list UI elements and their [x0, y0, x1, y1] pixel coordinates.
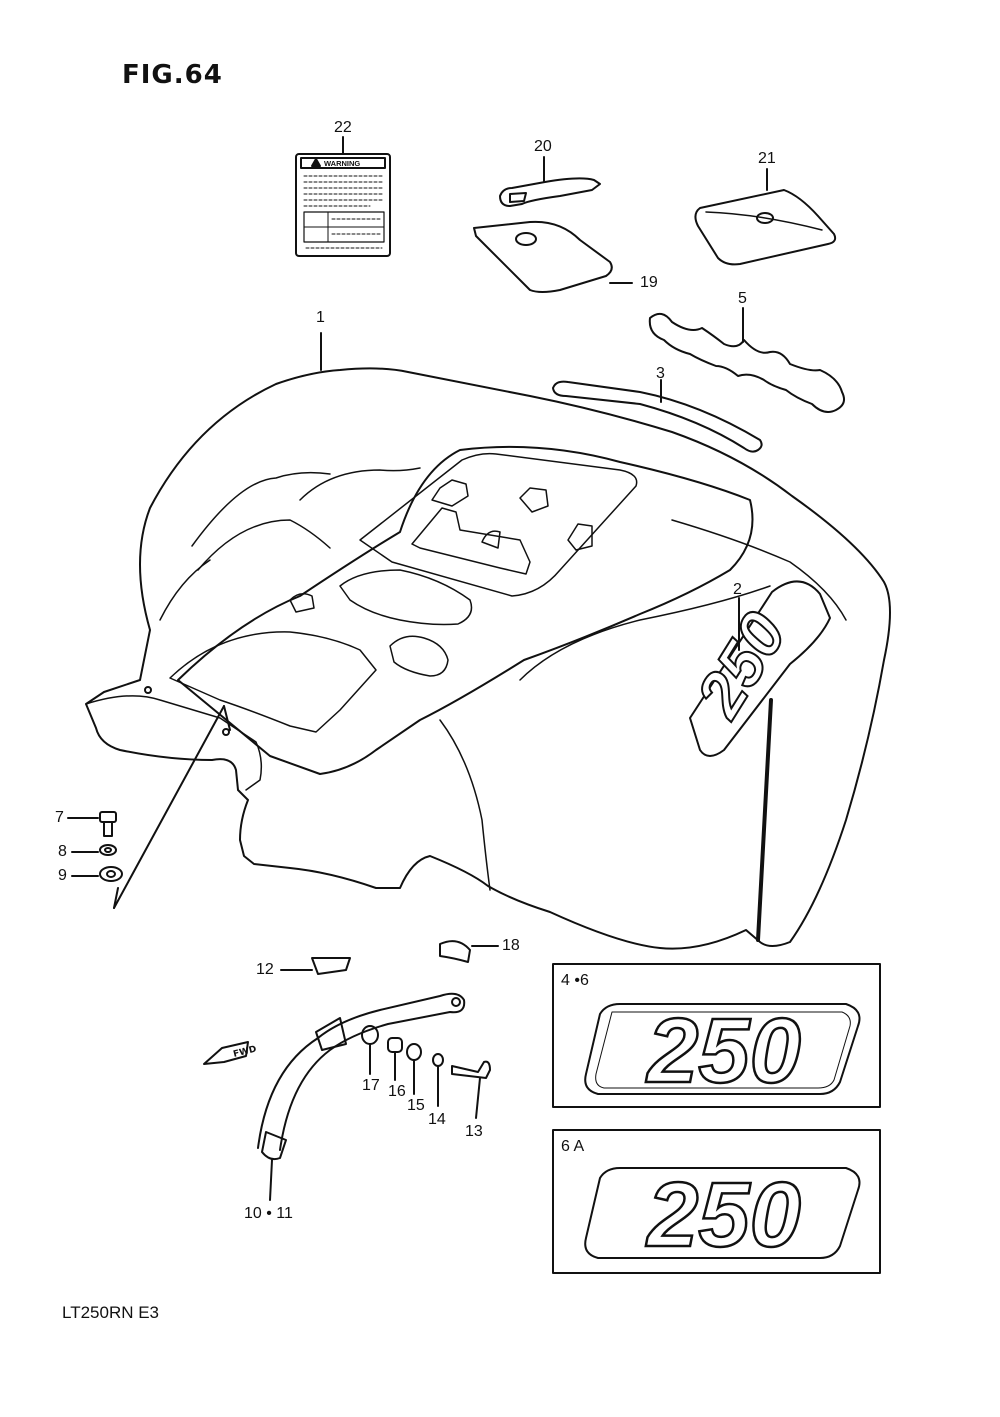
figure-title: FIG.64: [122, 60, 223, 90]
inset-label-1: 4 •6: [561, 972, 589, 989]
callout-20: 20: [534, 138, 552, 155]
rear-fender-drawing: [85, 332, 891, 950]
grab-bar-assembly-drawing: [203, 940, 499, 1201]
callout-9: 9: [58, 867, 67, 884]
inset-label-2: 6 A: [561, 1138, 585, 1155]
hardware-7-8-9-drawing: [67, 811, 123, 882]
callout-10-11: 10 • 11: [244, 1205, 293, 1222]
callout-19: 19: [640, 274, 658, 291]
callout-21: 21: [758, 150, 776, 167]
inset-boxes-drawing: [552, 963, 881, 1274]
inset-decal-text-1: 250: [645, 1000, 801, 1102]
callout-22: 22: [334, 119, 352, 136]
callout-8: 8: [58, 843, 67, 860]
warning-label-drawing: [295, 136, 391, 257]
tool-bag-drawing: [694, 168, 837, 266]
callout-7: 7: [55, 809, 64, 826]
callout-12: 12: [256, 961, 274, 978]
callout-13: 13: [465, 1123, 483, 1140]
model-code: LT250RN E3: [62, 1303, 160, 1322]
inset-decal-text-2: 250: [645, 1164, 801, 1266]
callout-5: 5: [738, 290, 747, 307]
callout-16: 16: [388, 1083, 406, 1100]
warning-heading: WARNING: [324, 159, 360, 168]
strap-drawing: [499, 156, 601, 207]
callout-2: 2: [733, 581, 742, 598]
fender-decal-drawing: [689, 580, 831, 942]
callout-3: 3: [656, 365, 665, 382]
cover-19-drawing: [473, 220, 633, 293]
callout-15: 15: [407, 1097, 425, 1114]
seal-5-drawing: [648, 307, 845, 413]
callout-17: 17: [362, 1077, 380, 1094]
callout-18: 18: [502, 937, 520, 954]
callout-1: 1: [316, 309, 325, 326]
fender-decal-text: 250: [682, 600, 800, 730]
callout-14: 14: [428, 1111, 446, 1128]
strip-3-drawing: [552, 379, 763, 453]
